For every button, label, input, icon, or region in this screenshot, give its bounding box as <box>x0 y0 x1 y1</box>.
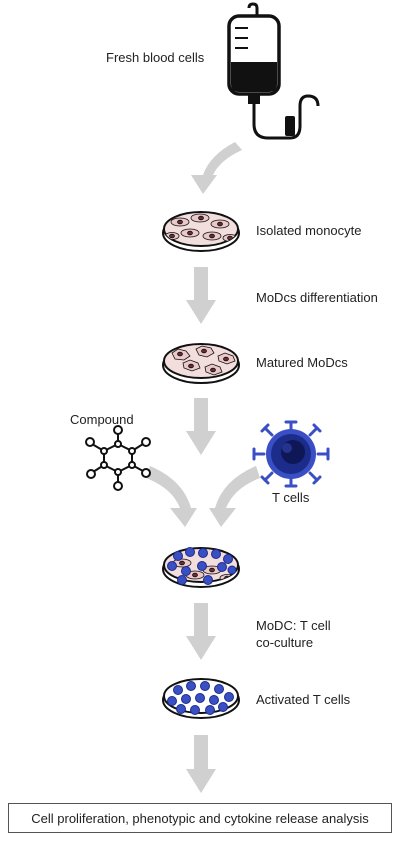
arrow-curved-1 <box>191 142 242 194</box>
label-compound: Compound <box>70 412 134 427</box>
petri-dish-coculture <box>162 547 240 588</box>
t-cell-icon <box>252 420 330 488</box>
blood-bag-icon <box>227 2 320 140</box>
petri-dish-activated-tcells <box>162 678 240 719</box>
arrow-down-3 <box>186 398 216 455</box>
label-coculture-line2: co-culture <box>256 635 314 650</box>
label-modcs-differentiation: MoDcs differentiation <box>256 290 378 305</box>
label-t-cells: T cells <box>272 490 310 505</box>
arrow-curved-tcells <box>209 466 260 527</box>
result-analysis-text: Cell proliferation, phenotypic and cytok… <box>31 810 369 826</box>
arrow-curved-compound <box>146 466 197 527</box>
label-coculture-line1: MoDC: T cell <box>256 618 331 633</box>
arrow-down-4 <box>186 603 216 660</box>
arrow-down-2 <box>186 267 216 324</box>
label-isolated-monocyte: Isolated monocyte <box>256 223 362 238</box>
petri-dish-monocyte <box>162 211 240 252</box>
label-activated-t-cells: Activated T cells <box>256 692 351 707</box>
result-analysis-box: Cell proliferation, phenotypic and cytok… <box>8 803 392 833</box>
compound-molecule-icon <box>85 425 151 491</box>
arrow-down-5 <box>186 735 216 793</box>
label-matured-modcs: Matured MoDcs <box>256 355 348 370</box>
petri-dish-matured-modcs <box>162 343 240 384</box>
label-fresh-blood-cells: Fresh blood cells <box>106 50 205 65</box>
